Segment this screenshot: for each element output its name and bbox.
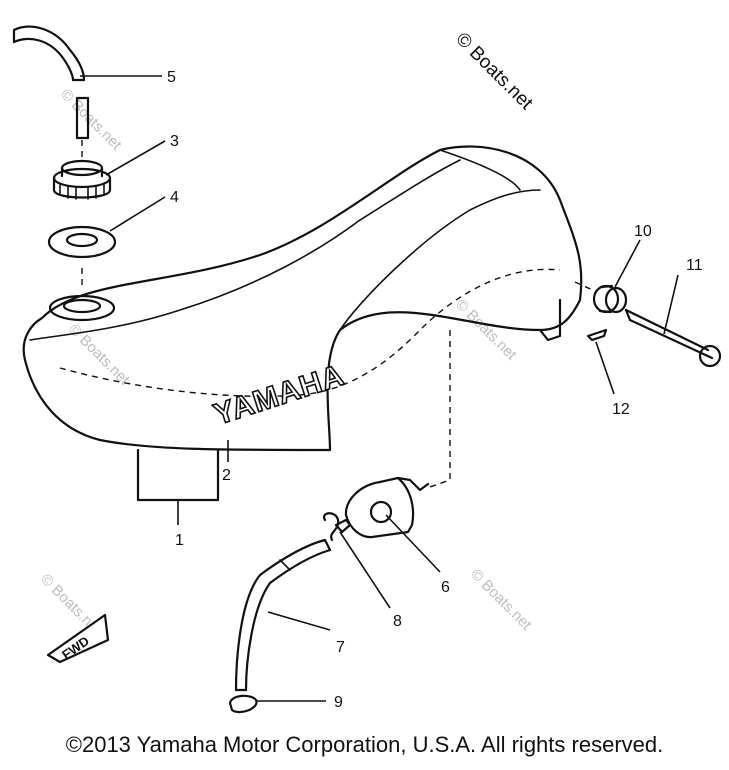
- callout-12: 12: [612, 401, 630, 418]
- vent-hose: [12, 25, 90, 140]
- watermark-2: © Boats.net: [65, 321, 133, 389]
- watermark-5: © Boats.net: [467, 566, 535, 634]
- callout-11: 11: [686, 257, 703, 274]
- hose-clip-lower: [228, 694, 258, 714]
- callout-9: 9: [334, 694, 343, 711]
- fuel-cock: [334, 476, 430, 539]
- leader-12: [595, 341, 615, 395]
- callout-2: 2: [222, 467, 231, 484]
- gasket: [47, 225, 117, 259]
- watermark-main: © Boats.net: [451, 29, 537, 115]
- watermark-1: © Boats.net: [57, 86, 125, 154]
- callout-5: 5: [167, 69, 176, 86]
- leader-8: [339, 531, 391, 609]
- callout-8: 8: [393, 613, 402, 630]
- clip: [586, 328, 608, 342]
- leader-7: [267, 611, 331, 631]
- leader-6: [385, 514, 441, 573]
- callout-10: 10: [634, 223, 652, 240]
- damper: [592, 284, 628, 314]
- copyright-notice: ©2013 Yamaha Motor Corporation, U.S.A. A…: [65, 732, 664, 757]
- bolt: [624, 308, 722, 368]
- fuel-tank: YAMAHA: [22, 145, 583, 502]
- hose-clip-upper: [322, 512, 340, 542]
- callout-1: 1: [175, 532, 184, 549]
- callout-6: 6: [441, 579, 450, 596]
- watermark-3: © Boats.net: [452, 296, 520, 364]
- assembly-line-cock: [429, 330, 451, 488]
- callout-4: 4: [170, 189, 179, 206]
- fuel-hose: [234, 538, 332, 692]
- assembly-line-damper: [574, 281, 598, 293]
- leader-4: [109, 196, 166, 232]
- callout-3: 3: [170, 133, 179, 150]
- tank-cap: [52, 159, 112, 200]
- leader-11: [663, 274, 679, 335]
- leader-10: [614, 239, 641, 288]
- leader-3: [105, 140, 166, 176]
- callout-7: 7: [336, 639, 345, 656]
